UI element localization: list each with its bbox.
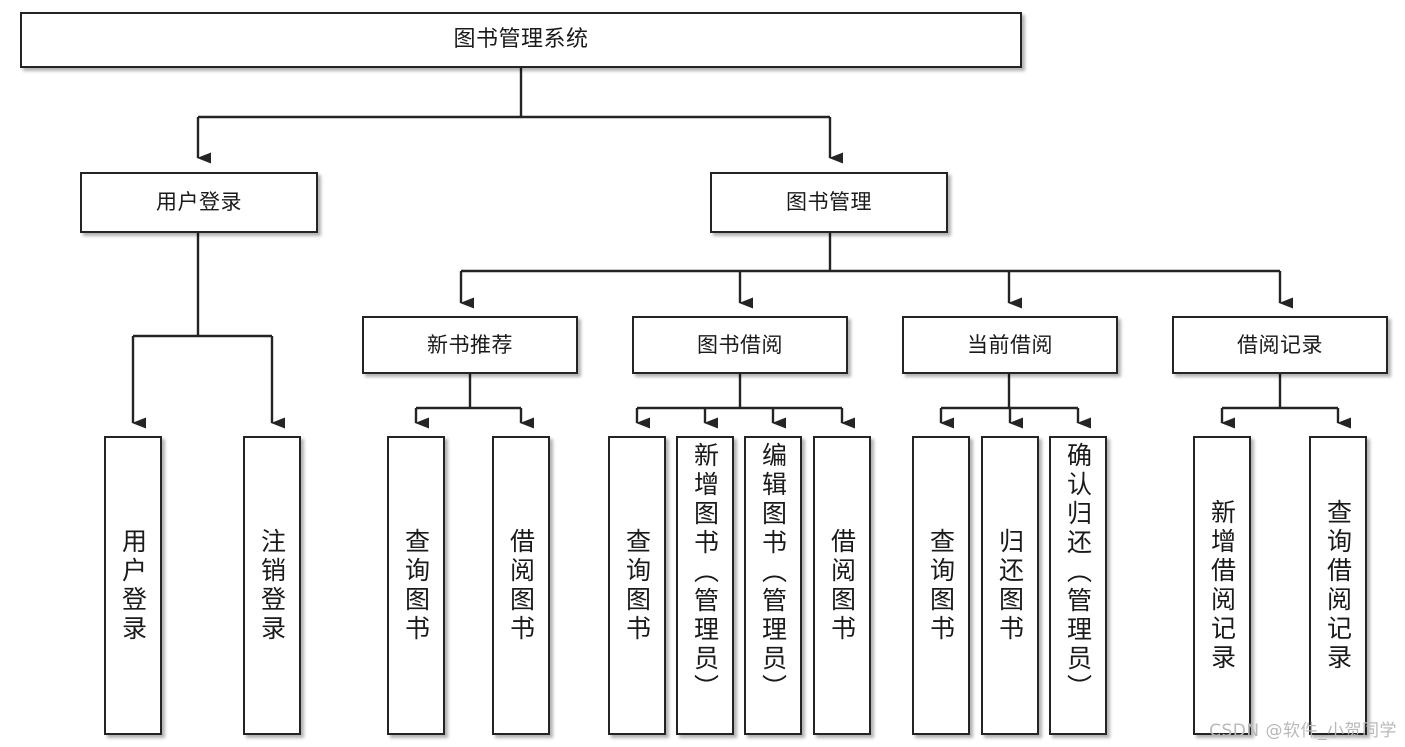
node-label: 新增图书（管理员） (690, 442, 720, 703)
node-label: 借阅图书 (827, 527, 857, 644)
node-label: 注销登录 (257, 527, 287, 644)
node-label: 查询借阅记录 (1323, 498, 1353, 673)
leaf-user-login[interactable]: 用户登录 (104, 436, 162, 735)
node-label: 查询图书 (926, 527, 956, 644)
node-label: 查询图书 (622, 527, 652, 644)
leaf-logout[interactable]: 注销登录 (243, 436, 301, 735)
node-label: 用户登录 (156, 190, 242, 215)
leaf-add-borrow-record[interactable]: 新增借阅记录 (1193, 436, 1251, 735)
node-label: 编辑图书（管理员） (758, 442, 788, 703)
node-borrow-record[interactable]: 借阅记录 (1172, 316, 1388, 374)
leaf-confirm-return-admin[interactable]: 确认归还（管理员） (1049, 436, 1107, 735)
node-label: 查询图书 (401, 527, 431, 644)
node-label: 图书借阅 (697, 332, 783, 357)
node-label: 归还图书 (995, 527, 1025, 644)
leaf-return-book[interactable]: 归还图书 (981, 436, 1039, 735)
node-label: 新增借阅记录 (1207, 498, 1237, 673)
node-label: 图书管理系统 (453, 27, 589, 53)
leaf-add-book-admin[interactable]: 新增图书（管理员） (676, 436, 734, 735)
node-current-borrow[interactable]: 当前借阅 (902, 316, 1118, 374)
leaf-borrow-book-recommend[interactable]: 借阅图书 (492, 436, 550, 735)
node-root-book-management-system[interactable]: 图书管理系统 (20, 12, 1022, 68)
leaf-query-book-borrow[interactable]: 查询图书 (608, 436, 666, 735)
node-book-management[interactable]: 图书管理 (710, 172, 948, 233)
node-user-login[interactable]: 用户登录 (80, 172, 318, 233)
node-label: 借阅图书 (506, 527, 536, 644)
leaf-query-book-current[interactable]: 查询图书 (912, 436, 970, 735)
leaf-borrow-book[interactable]: 借阅图书 (813, 436, 871, 735)
node-label: 当前借阅 (967, 332, 1053, 357)
leaf-query-book-recommend[interactable]: 查询图书 (387, 436, 445, 735)
watermark-text: CSDN @软件_小贺同学 (1209, 721, 1397, 741)
leaf-edit-book-admin[interactable]: 编辑图书（管理员） (744, 436, 802, 735)
node-label: 用户登录 (118, 527, 148, 644)
node-label: 图书管理 (786, 190, 872, 215)
leaf-query-borrow-record[interactable]: 查询借阅记录 (1309, 436, 1367, 735)
node-label: 借阅记录 (1237, 332, 1323, 357)
node-book-borrow[interactable]: 图书借阅 (632, 316, 848, 374)
node-label: 确认归还（管理员） (1063, 442, 1093, 703)
node-new-book-recommendation[interactable]: 新书推荐 (362, 316, 578, 374)
node-label: 新书推荐 (427, 332, 513, 357)
